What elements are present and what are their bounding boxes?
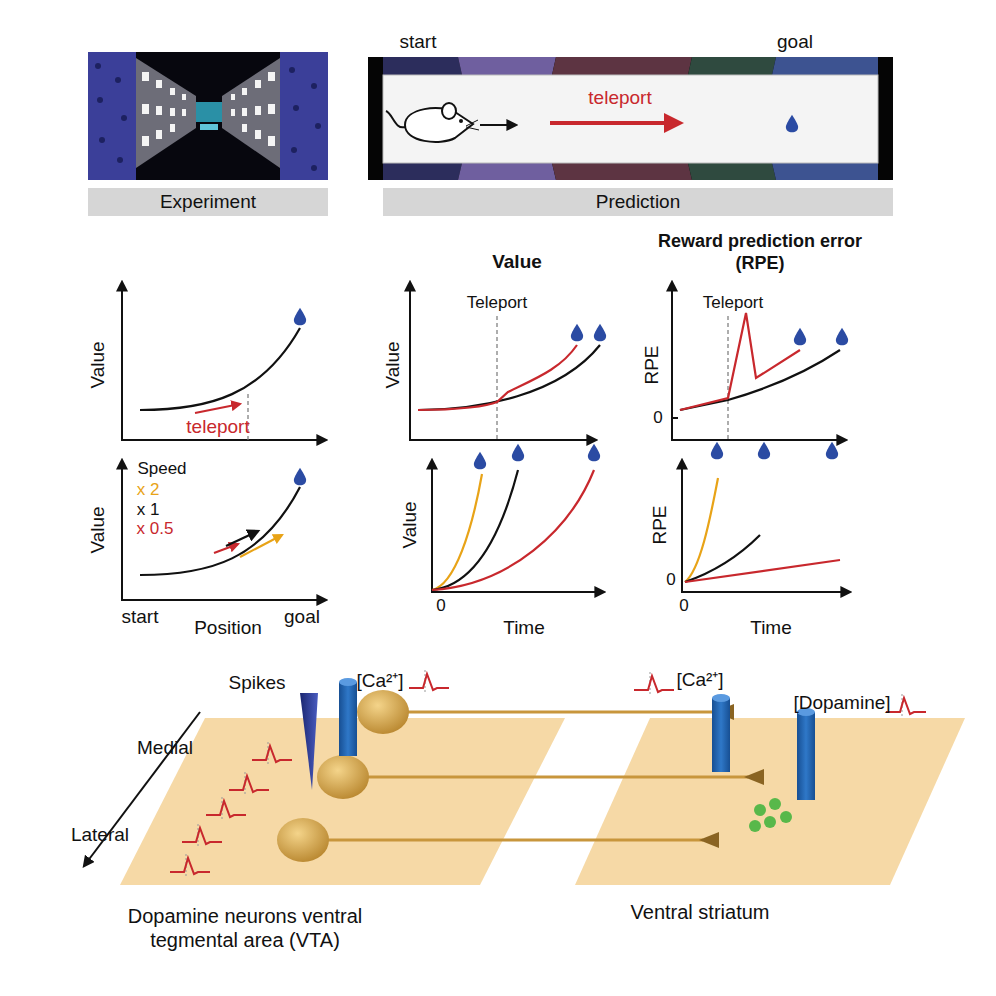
reward-drops [294,308,848,486]
plot-curves [140,313,840,590]
stage-band: Prediction [383,188,893,216]
vr-screenshot [88,52,328,180]
region-label: Dopamine neurons ventral tegmental area … [95,904,395,952]
axis-label: Time [750,617,792,640]
column-heading: Value [492,251,542,274]
region-label: Ventral striatum [631,900,770,924]
striatum-plane [575,718,965,885]
axis-label: Time [503,617,545,640]
tick-label: 0 [666,570,675,590]
stage-band: Experiment [88,188,328,216]
axis-label: RPE [649,505,672,544]
position-label: start [400,31,437,54]
event-label: Teleport [467,293,527,313]
dopamine-molecules [749,798,792,832]
speed-label: x 1 [137,500,160,520]
photometry-fibers [339,678,815,800]
axis-tick-label: goal [284,606,320,629]
direction-label: Medial [137,737,193,760]
signal-label: [Dopamine] [793,692,890,715]
tick-label: 0 [653,408,662,428]
tick-label: 0 [436,596,445,616]
axis-label: RPE [641,345,664,384]
axis-label: Position [194,617,262,640]
axis-label: Value [87,341,110,388]
tick-label: 0 [679,596,688,616]
signal-label: [Ca²⁺] [676,669,723,692]
spike-traces [170,670,926,878]
run-arrow [480,124,516,126]
band-label: Experiment [160,191,256,213]
axis-label: Value [399,501,422,548]
event-label: Teleport [703,293,763,313]
axon-terminals [699,704,764,848]
teleport-label: teleport [588,87,651,110]
virtual-track [368,57,893,180]
band-label: Prediction [596,191,681,213]
speed-label: x 0.5 [137,519,174,539]
column-heading: Reward prediction error (RPE) [635,231,885,274]
axis-label: Value [87,506,110,553]
signal-label: [Ca²⁺] [356,670,403,693]
electrode [300,693,318,790]
reward-drop [786,115,798,133]
axis-tick-label: start [122,606,159,629]
teleport-arrow [550,121,680,125]
direction-label: Lateral [71,824,129,847]
axis-label: Value [382,341,405,388]
plot-axes [122,282,850,600]
signal-label: Spikes [228,672,285,695]
speed-label: x 2 [137,480,160,500]
mouse [386,103,479,142]
teleport-label: teleport [186,416,249,439]
legend-heading: Speed [137,459,186,479]
position-label: goal [777,31,813,54]
